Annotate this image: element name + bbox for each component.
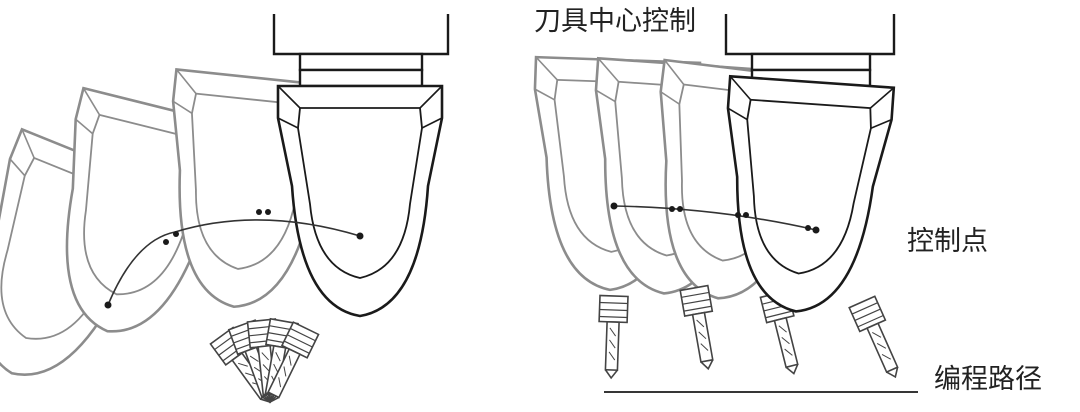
label-control-point: 控制点 — [907, 226, 988, 257]
right-diagram — [526, 14, 918, 393]
label-tool-center-control: 刀具中心控制 — [534, 6, 696, 37]
left-active-head — [276, 84, 444, 318]
left-spindle-fan — [209, 318, 320, 412]
right-machine-column — [724, 14, 896, 88]
left-control-points — [104, 209, 364, 309]
label-programmed-path: 编程路径 — [934, 364, 1042, 395]
left-diagram — [0, 14, 450, 412]
left-control-point-path — [107, 219, 361, 306]
right-control-point-path — [613, 205, 817, 231]
left-machine-column — [272, 14, 450, 88]
right-spindles — [596, 284, 909, 384]
right-control-points — [610, 202, 820, 234]
